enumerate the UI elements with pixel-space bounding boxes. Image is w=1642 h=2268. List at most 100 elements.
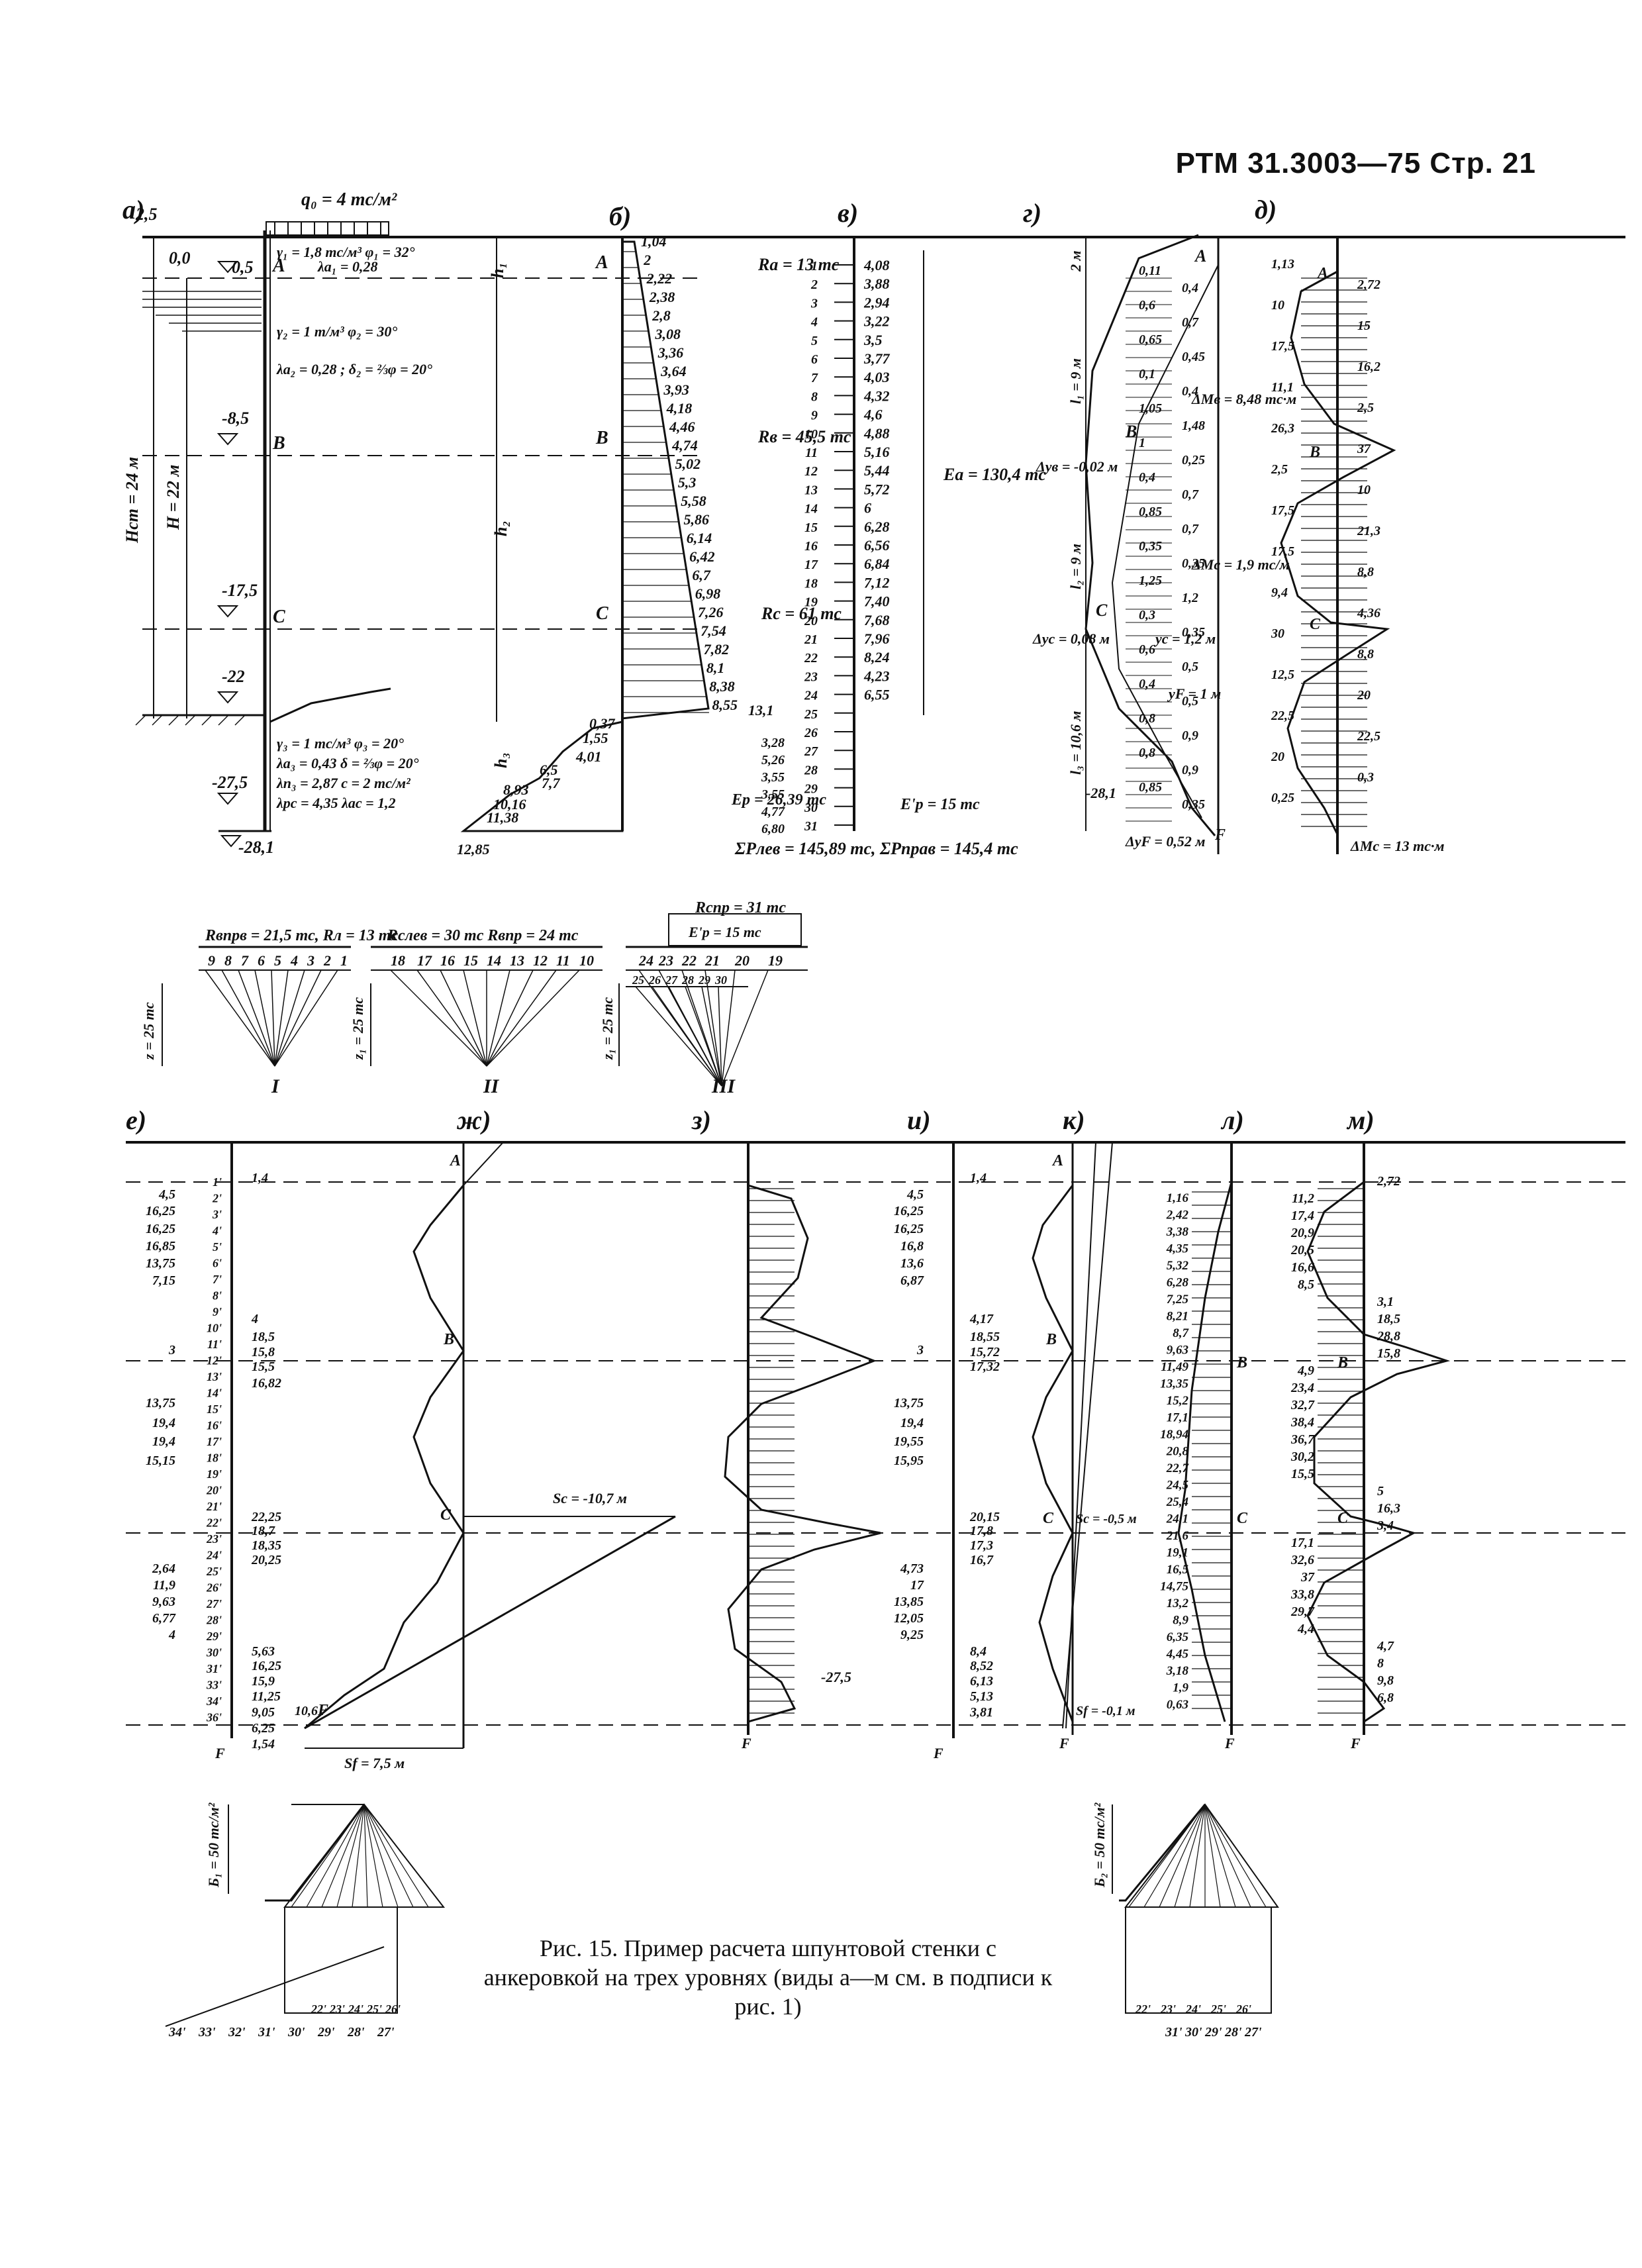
- e-number: 1': [213, 1175, 222, 1189]
- e-number: 34': [206, 1695, 222, 1708]
- e-number: 2': [212, 1192, 222, 1205]
- l-curve: [1177, 1181, 1233, 1722]
- v-value: 3,5: [863, 332, 883, 348]
- m-value: 9,8: [1377, 1673, 1394, 1688]
- m-point-f: F: [1350, 1735, 1361, 1751]
- b-value: 3,36: [657, 344, 684, 361]
- v-value: 4,6: [863, 407, 883, 423]
- panel-label-b: б): [609, 201, 631, 231]
- bl-mid: 24': [348, 2002, 363, 2016]
- e-right-value: 18,7: [252, 1524, 275, 1538]
- g-value: 0,9: [1182, 763, 1198, 777]
- m-point-b: B: [1337, 1354, 1348, 1371]
- h1-label: h₁: [488, 262, 507, 278]
- d-value: 17,5: [1271, 544, 1294, 559]
- poly1-num: 4: [290, 952, 298, 969]
- e-number: 23': [206, 1532, 222, 1546]
- polygon-ray: [463, 969, 487, 1067]
- bl-mid: 23': [329, 2002, 345, 2016]
- v-number: 3: [810, 296, 818, 311]
- poly3-num: 19: [768, 952, 783, 969]
- g-point-c: C: [1096, 601, 1108, 620]
- g-value: 0,35: [1139, 539, 1162, 554]
- poly1-title: Rвпрв = 21,5 тс, Rл = 13 тс: [205, 927, 398, 944]
- m-value: 4,4: [1297, 1622, 1314, 1636]
- poly2-roman: II: [483, 1075, 500, 1097]
- i-left-value: 19,55: [894, 1434, 924, 1449]
- h3-label: h₃: [491, 752, 510, 768]
- v-value: 7,68: [864, 612, 890, 628]
- l-value: 8,9: [1173, 1614, 1188, 1628]
- v-value: 5,16: [864, 444, 890, 460]
- m-value: 6,8: [1377, 1691, 1394, 1705]
- d-value: 17,5: [1271, 339, 1294, 354]
- d-value: 1,13: [1271, 257, 1294, 271]
- v-value: 7,12: [864, 574, 890, 591]
- panel-l: 1,162,423,384,355,326,287,258,218,79,631…: [1160, 1142, 1248, 1751]
- hct-label: Hст = 24 м: [122, 457, 142, 544]
- bl-num: 34': [168, 2025, 186, 2040]
- v-value: 6: [864, 500, 871, 517]
- l-value: 5,32: [1167, 1259, 1189, 1273]
- v-value: 4,03: [863, 369, 890, 385]
- sc-label: Sс = -10,7 м: [553, 1490, 627, 1506]
- e-number: 10': [207, 1322, 222, 1335]
- e-number: 16': [207, 1419, 222, 1432]
- v-value: 3,77: [863, 350, 891, 367]
- e-left-value: 4,5: [158, 1187, 175, 1202]
- poly2-h: z₁ = 25 тс: [350, 997, 366, 1060]
- l-value: 3,18: [1166, 1664, 1189, 1678]
- z-level: -27,5: [821, 1669, 851, 1685]
- polygon-ray: [291, 1804, 365, 1908]
- e-right-value: 22,25: [251, 1510, 281, 1524]
- l-value: 11,49: [1161, 1360, 1188, 1374]
- v-number: 9: [811, 409, 818, 423]
- i-right-value: 6,13: [970, 1674, 993, 1689]
- b-value: 4,46: [669, 419, 695, 435]
- poly3-num2: 29: [698, 973, 710, 987]
- point-c: C: [273, 607, 285, 627]
- v-value: 4,32: [863, 387, 890, 404]
- zh-point-c: C: [440, 1506, 452, 1524]
- g-value: 0,35: [1182, 625, 1205, 640]
- l-value: 13,35: [1160, 1377, 1188, 1391]
- m-value: 23,4: [1290, 1381, 1314, 1395]
- d-value: 10: [1357, 483, 1371, 497]
- k-sc: Sс = -0,5 м: [1076, 1512, 1137, 1526]
- b-value: 6,42: [689, 548, 715, 565]
- soil-layer1: γ₁ = 1,8 тс/м³ φ₁ = 32°: [277, 244, 415, 260]
- v-number: 17: [804, 558, 818, 572]
- br-num: 28': [1224, 2025, 1242, 2040]
- polygon-ray: [416, 969, 487, 1067]
- level-8-5: -8,5: [222, 409, 249, 428]
- bl-mid: 22': [311, 2002, 326, 2016]
- e-left-value: 4: [168, 1628, 175, 1642]
- polygon-ray: [1174, 1804, 1206, 1908]
- poly1-h: z = 25 тс: [140, 1002, 157, 1060]
- i-left-value: 15,95: [894, 1454, 924, 1468]
- bl-num: 30': [287, 2025, 305, 2040]
- b-value: 7,82: [704, 641, 730, 658]
- e-number: 15': [207, 1403, 222, 1416]
- br-num: 27': [1244, 2025, 1262, 2040]
- polygon-ray: [238, 969, 275, 1067]
- g-label-yc: yс = 1,2 м: [1153, 630, 1216, 647]
- g-point-a: A: [1194, 246, 1206, 266]
- dmc-label: ΔMс = 1,9 тс/м: [1191, 556, 1290, 573]
- g-label-dyc: Δyс = 0,08 м: [1032, 630, 1110, 647]
- l-value: 21,6: [1166, 1529, 1189, 1543]
- br-mid: 24': [1185, 2002, 1201, 2016]
- m-value: 4,9: [1297, 1363, 1314, 1378]
- b-passive-value: 4,01: [575, 748, 602, 765]
- v-passive-value: 3,28: [761, 736, 785, 750]
- g-len-1: l₁ = 9 м: [1067, 358, 1084, 404]
- ep2-label: E'р = 15 тс: [900, 796, 980, 813]
- panel-label-i: и): [907, 1105, 931, 1135]
- b-passive-value: 11,38: [487, 809, 518, 826]
- e-left-value: 19,4: [152, 1434, 175, 1449]
- polygon-ray: [440, 969, 487, 1067]
- level-22: -22: [222, 667, 245, 686]
- polygon-ray: [363, 1804, 414, 1908]
- polygon-ray: [274, 969, 305, 1067]
- panel-e: 4,516,2516,2516,8513,757,15313,7519,419,…: [146, 1142, 318, 1761]
